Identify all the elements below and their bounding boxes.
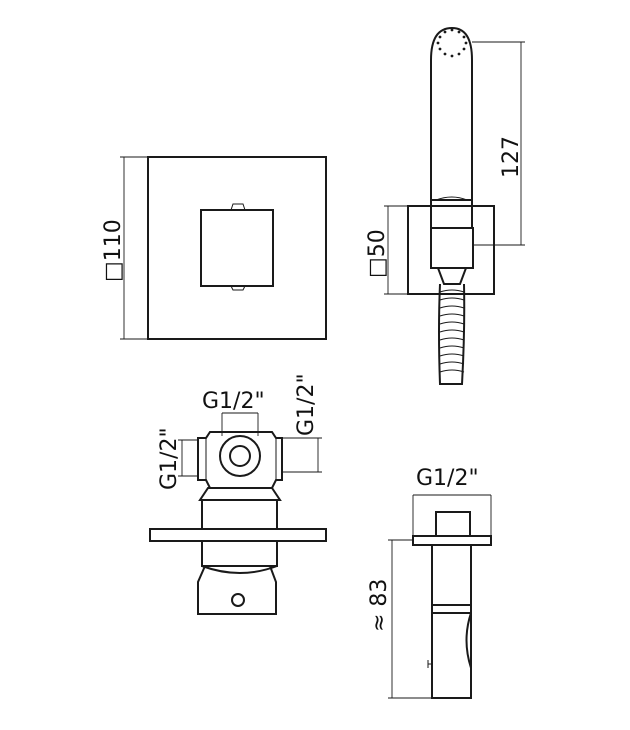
hand-shower-side-view: 127 □50 [365, 26, 525, 385]
spray-nozzles [436, 28, 468, 58]
top-thread-label: G1/2" [202, 389, 265, 414]
mixer-body-side-view: G1/2" G1/2" G1/2" [149, 373, 327, 615]
elbow-outlet-side-view: G1/2" ≈ 83 [367, 466, 492, 699]
holder-size-label: □50 [365, 229, 390, 278]
elbow-depth-label: ≈ 83 [367, 579, 392, 632]
plate-size-label: □110 [101, 219, 126, 282]
cover-plate-front-view: □110 [101, 156, 327, 340]
left-thread-label: G1/2" [157, 427, 182, 490]
hand-shower-length-label: 127 [499, 136, 524, 178]
hose-coils [439, 289, 465, 373]
elbow-thread-label: G1/2" [416, 466, 479, 491]
right-thread-label: G1/2" [294, 373, 319, 436]
